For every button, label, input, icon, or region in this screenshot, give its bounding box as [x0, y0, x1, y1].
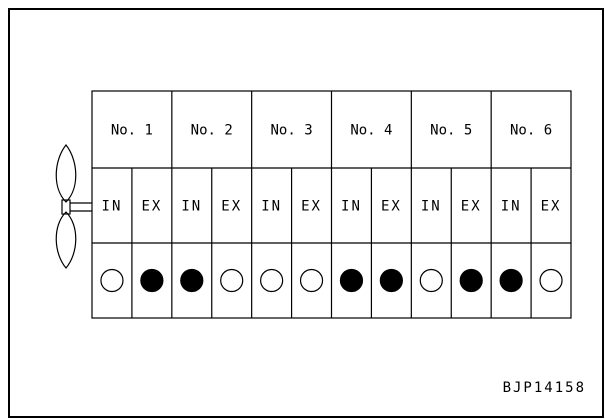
valve-mark-filled [379, 268, 403, 293]
valve-label: IN [501, 199, 522, 215]
valve-mark-empty [539, 268, 563, 293]
valve-mark-filled [459, 268, 483, 293]
valve-label: EX [221, 199, 242, 215]
valve-mark-empty [220, 268, 244, 293]
valve-mark-filled [499, 268, 523, 293]
cylinder-label: No. 5 [430, 123, 472, 139]
valve-label: EX [461, 199, 482, 215]
valve-mark-empty [260, 268, 284, 293]
valve-label: EX [541, 199, 562, 215]
valve-label: EX [141, 199, 162, 215]
valve-mark-empty [299, 268, 324, 293]
valve-label: IN [181, 199, 202, 215]
valve-label: IN [341, 199, 362, 215]
cylinder-label: No. 4 [350, 123, 392, 139]
valve-label: IN [421, 199, 442, 215]
valve-table-grid [91, 90, 572, 319]
valve-marks [100, 268, 563, 293]
cylinder-headers: No. 1 No. 2 No. 3 No. 4 No. 5 No. 6 [111, 123, 552, 139]
valve-label: EX [301, 199, 322, 215]
valve-mark-filled [140, 268, 164, 293]
valve-label: IN [261, 199, 282, 215]
cylinder-label: No. 6 [510, 123, 552, 139]
cylinder-label: No. 2 [191, 123, 233, 139]
cylinder-label: No. 1 [111, 123, 153, 139]
cylinder-label: No. 3 [271, 123, 313, 139]
figure-border [8, 8, 604, 418]
valve-mark-empty [100, 268, 124, 293]
fan-icon [55, 144, 92, 269]
valve-label: EX [381, 199, 402, 215]
valve-mark-filled [339, 268, 364, 293]
valve-mark-empty [419, 268, 443, 293]
valve-label: IN [102, 199, 123, 215]
figure-code: BJP14158 [503, 380, 586, 396]
valve-mark-filled [180, 268, 204, 293]
valve-labels: IN EX IN EX IN EX IN EX IN EX IN EX [102, 199, 562, 215]
